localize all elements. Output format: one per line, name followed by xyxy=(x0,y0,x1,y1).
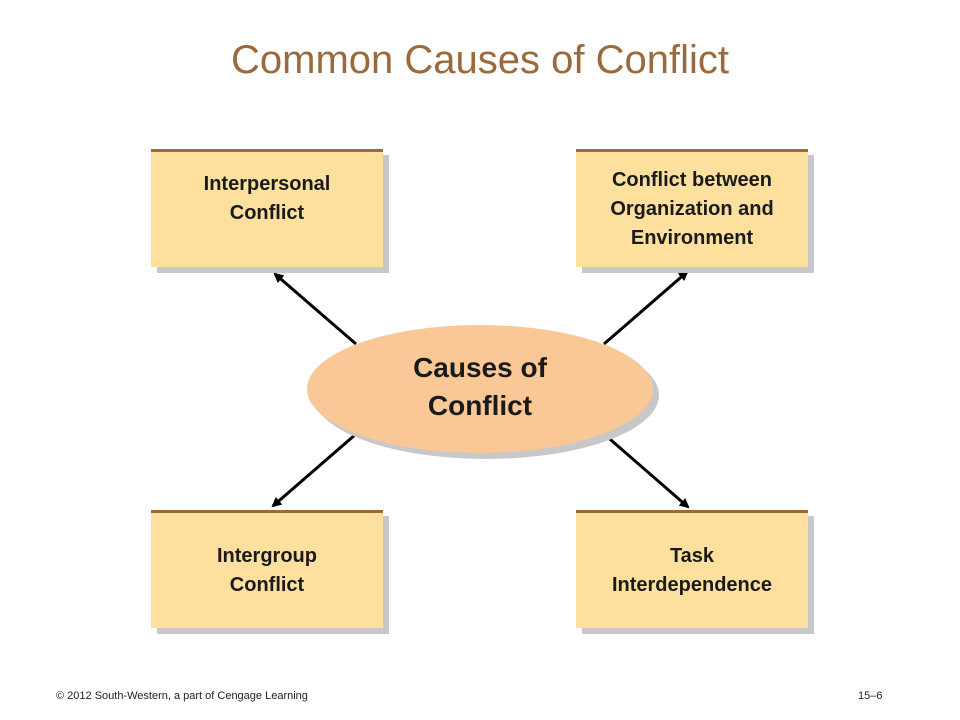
box-task-interdependence: Task Interdependence xyxy=(576,510,808,628)
box-label: Intergroup Conflict xyxy=(217,544,317,596)
box-interpersonal-conflict: Interpersonal Conflict xyxy=(151,149,383,267)
box-intergroup-conflict: Intergroup Conflict xyxy=(151,510,383,628)
box-conflict-organization-environment: Conflict between Organization and Enviro… xyxy=(576,149,808,267)
center-label: Causes of Conflict xyxy=(413,352,547,421)
box-label: Conflict between Organization and Enviro… xyxy=(610,169,774,249)
arrow-to-organization-environment xyxy=(603,270,689,346)
arrow-to-interpersonal xyxy=(273,272,357,346)
slide-title: Common Causes of Conflict xyxy=(231,38,729,82)
arrow-to-task-interdependence xyxy=(603,432,690,509)
box-label: Task Interdependence xyxy=(611,544,773,596)
footer-page-number: 15–6 xyxy=(858,690,883,702)
footer-copyright: © 2012 South-Western, a part of Cengage … xyxy=(56,690,308,702)
arrow-to-intergroup xyxy=(271,432,357,508)
center-ellipse-causes-of-conflict: Causes of Conflict xyxy=(307,325,653,453)
box-label: Interpersonal Conflict xyxy=(203,172,331,224)
